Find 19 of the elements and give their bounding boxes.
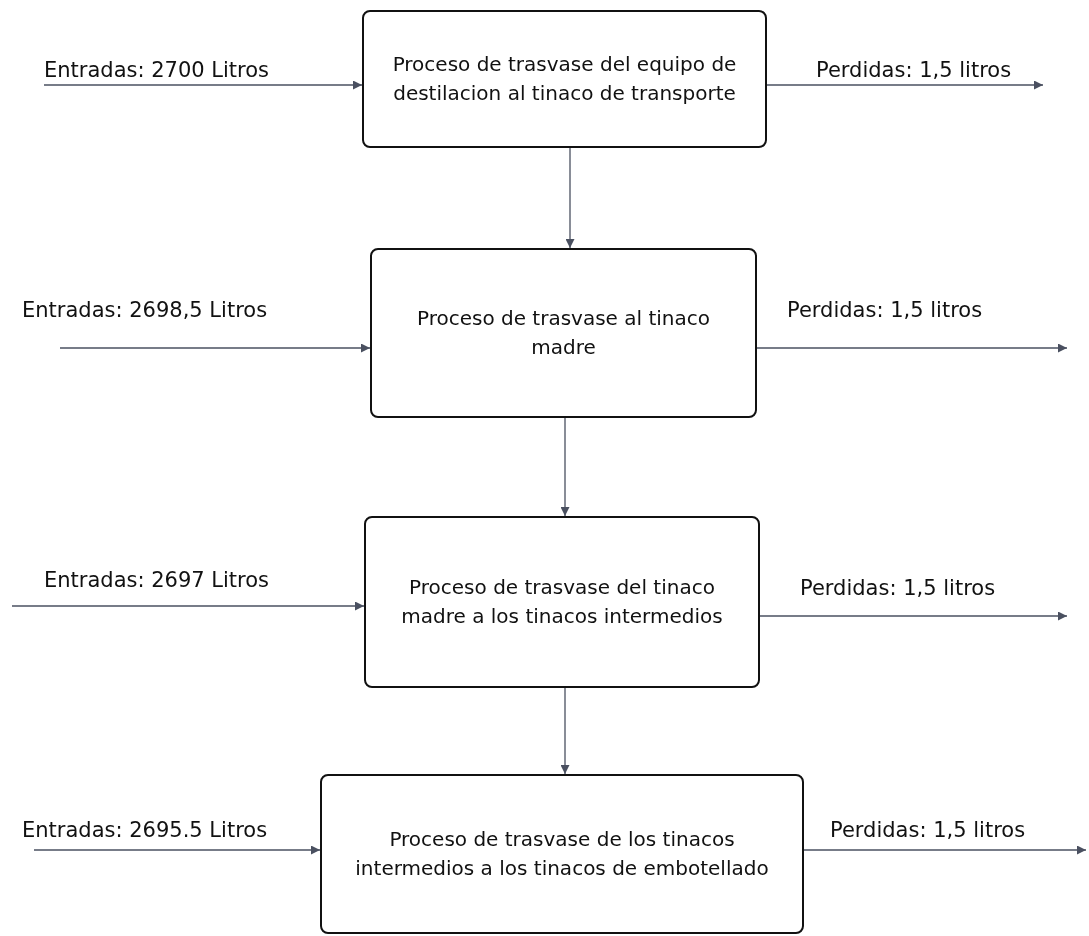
arrow [43,80,363,90]
arrow [766,80,1044,90]
arrow [759,611,1068,621]
process-box [362,10,767,148]
arrow [803,845,1087,855]
arrow [11,601,365,611]
arrow [59,343,371,353]
process-text: Proceso de trasvase del equipo de destilacion al tinaco de transporte [392,51,737,107]
arrow [756,343,1068,353]
process-text: Proceso de trasvase al tinaco madre [415,305,711,361]
arrow [560,687,570,775]
process-box [364,516,760,688]
process-text: Proceso de trasvase de los tinacos intermedios a los tinacos de embotellado [354,826,770,882]
process-text: Proceso de trasvase del tinaco madre a los tinacos intermedios [400,574,724,630]
arrow [560,417,570,517]
process-box [320,774,804,934]
process-box [370,248,757,418]
arrow [33,845,321,855]
arrow [565,147,575,249]
